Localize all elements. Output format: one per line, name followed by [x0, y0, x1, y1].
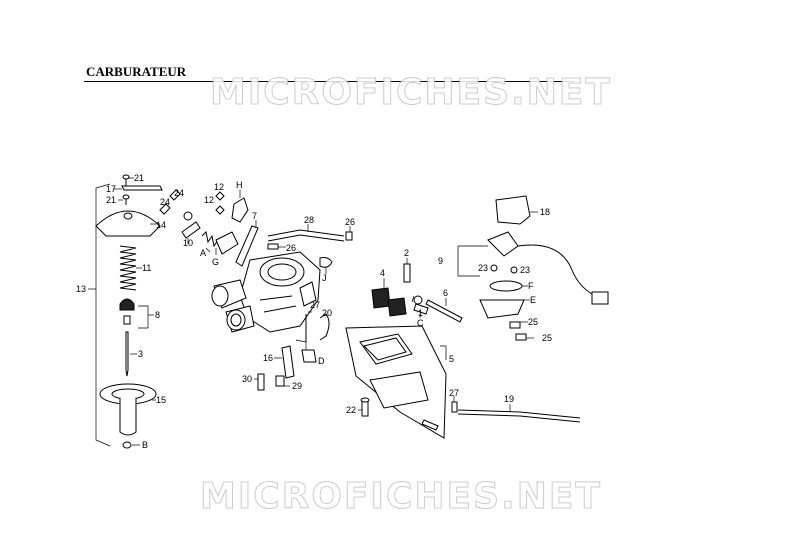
- part-hose-19: [457, 404, 581, 423]
- part-top-cap-14: [95, 210, 161, 237]
- callout-1: 1: [418, 308, 423, 318]
- callout-20: 20: [322, 308, 332, 318]
- callout-27: 27: [449, 388, 459, 398]
- callout-15: 15: [156, 395, 166, 405]
- part-spring-11: [119, 245, 142, 291]
- part-cable-guide-7: [235, 220, 259, 267]
- part-float-bowl-5: [345, 325, 447, 439]
- watermark-bottom: MICROFICHES.NET: [200, 476, 602, 518]
- callout-19: 19: [504, 394, 514, 404]
- part-float-pin-6: [425, 298, 463, 323]
- callout-22: 22: [346, 405, 356, 415]
- part-starter-9: [457, 231, 609, 305]
- callout-30: 30: [242, 374, 252, 384]
- part-screw-16: [274, 345, 295, 379]
- part-wire-27: [305, 311, 312, 342]
- callout-23: 23: [478, 263, 488, 273]
- part-clip-26-top: [345, 226, 353, 241]
- part-screw-30: [254, 373, 265, 391]
- carburetor-body: [211, 251, 321, 333]
- callout-labels: 21 17 21 24 24 14 12 12 H 7 10 A G 26 28…: [76, 173, 552, 450]
- callout-9: 9: [438, 256, 443, 266]
- callout-16: 16: [263, 353, 273, 363]
- callout-13: 13: [76, 284, 86, 294]
- part-screws-12: [215, 191, 225, 215]
- callout-17: 17: [106, 184, 116, 194]
- callout-B: B: [142, 440, 148, 450]
- part-jet-C: [413, 303, 429, 318]
- callout-14: 14: [156, 220, 166, 230]
- part-needle-valve-2: [403, 258, 411, 283]
- part-oring-B: [122, 441, 140, 449]
- part-screw-22: [358, 397, 370, 417]
- callout-24: 24: [160, 197, 170, 207]
- callout-21: 21: [134, 173, 144, 183]
- callout-26: 26: [345, 217, 355, 227]
- callout-12: 12: [204, 195, 214, 205]
- callout-2: 2: [404, 248, 409, 258]
- part-shaft-10: [181, 211, 201, 244]
- part-plate-F: [489, 280, 528, 292]
- callout-F: F: [528, 281, 534, 291]
- callout-J: J: [322, 273, 327, 283]
- callout-27: 27: [310, 300, 320, 310]
- part-hose-20: [319, 313, 330, 341]
- part-screw-25-a: [509, 321, 528, 329]
- part-screw-23-right: [510, 266, 518, 274]
- part-diaphragm-piston-15: [99, 383, 157, 436]
- callout-29: 29: [292, 381, 302, 391]
- left-bracket: [88, 183, 111, 447]
- callout-C: C: [417, 318, 424, 328]
- part-jet-needle-3: [125, 331, 137, 377]
- part-screw-29: [275, 375, 290, 387]
- watermark-top: MICROFICHES.NET: [210, 72, 612, 114]
- callout-28: 28: [304, 215, 314, 225]
- callout-3: 3: [138, 349, 143, 359]
- part-screw-23-left: [490, 264, 498, 272]
- part-needle-holder-8: [119, 298, 154, 329]
- part-cover-18: [495, 195, 538, 225]
- callout-25: 25: [542, 333, 552, 343]
- title-divider: [84, 81, 574, 82]
- part-clip-26-mid: [267, 243, 286, 250]
- callout-7: 7: [252, 211, 257, 221]
- callout-25: 25: [528, 317, 538, 327]
- part-bracket-H: [231, 190, 249, 223]
- callout-E: E: [530, 295, 536, 305]
- callout-G: G: [212, 257, 219, 267]
- callout-11: 11: [142, 263, 151, 273]
- callout-4: 4: [380, 268, 385, 278]
- callout-21: 21: [106, 195, 116, 205]
- callout-12: 12: [214, 182, 224, 192]
- part-float-4: [371, 278, 407, 317]
- part-screw-25-b: [515, 333, 534, 341]
- part-screws-24: [159, 189, 181, 215]
- callout-A: A: [200, 248, 206, 258]
- callout-6: 6: [443, 288, 448, 298]
- callout-8: 8: [155, 310, 160, 320]
- part-gasket-E: [479, 299, 530, 319]
- part-spring-clip-17: [113, 185, 163, 191]
- part-drain-screw: [421, 419, 439, 431]
- callout-24: 24: [174, 188, 184, 198]
- part-tube-D: [295, 339, 317, 363]
- callout-D: D: [318, 356, 325, 366]
- part-screw-21-lower: [118, 194, 130, 205]
- page-title: CARBURATEUR: [86, 64, 187, 79]
- callout-18: 18: [540, 207, 550, 217]
- part-clip-J: [319, 257, 333, 274]
- part-spring-G: [201, 230, 219, 255]
- part-jets-1: [411, 295, 423, 305]
- part-screw-21-top: [122, 174, 134, 186]
- callout-23: 23: [520, 265, 530, 275]
- callout-10: 10: [183, 238, 193, 248]
- part-clip-27-lower: [451, 396, 458, 413]
- callout-H: H: [236, 180, 243, 190]
- callout-5: 5: [449, 354, 454, 364]
- part-pipe-28: [267, 224, 345, 242]
- callout-26: 26: [286, 243, 296, 253]
- part-throttle-cam-A: [205, 231, 239, 255]
